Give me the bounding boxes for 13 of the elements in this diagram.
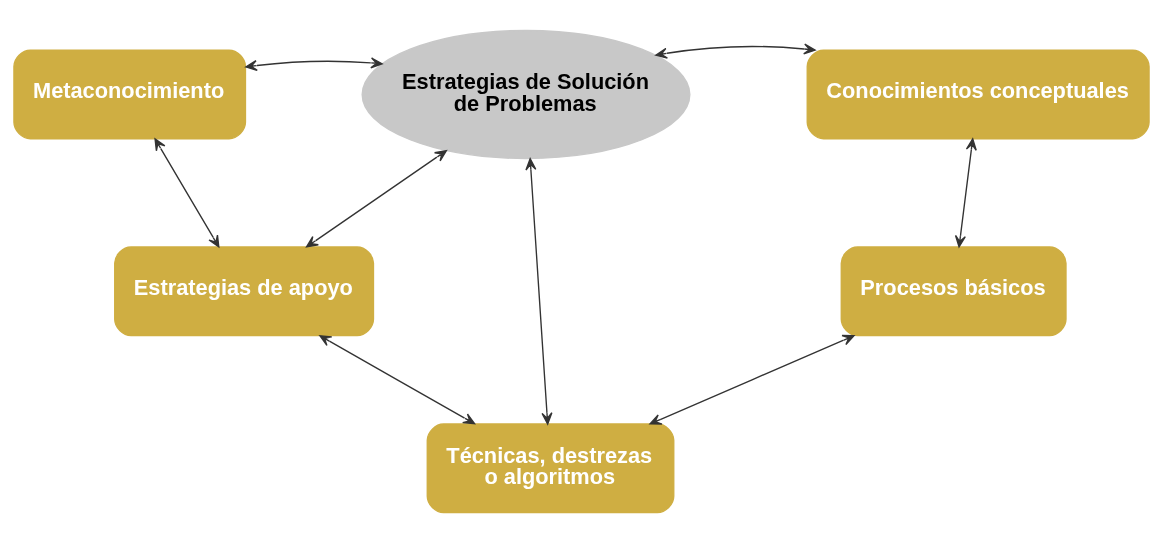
- arrow: [954, 138, 977, 248]
- arrow: [649, 334, 855, 425]
- arrow: [655, 43, 816, 59]
- arrow: [319, 335, 476, 425]
- node-box: Conocimientos conceptuales: [806, 49, 1150, 140]
- node-box: Procesos básicos: [840, 246, 1067, 337]
- arrow: [154, 138, 220, 248]
- arrow: [305, 149, 448, 248]
- node-box: Técnicas, destrezas o algoritmos: [426, 423, 675, 514]
- node-box: Estrategias de apoyo: [114, 246, 375, 337]
- arrow: [525, 158, 553, 425]
- node-box: Metaconocimiento: [13, 49, 247, 140]
- arrow: [245, 57, 383, 72]
